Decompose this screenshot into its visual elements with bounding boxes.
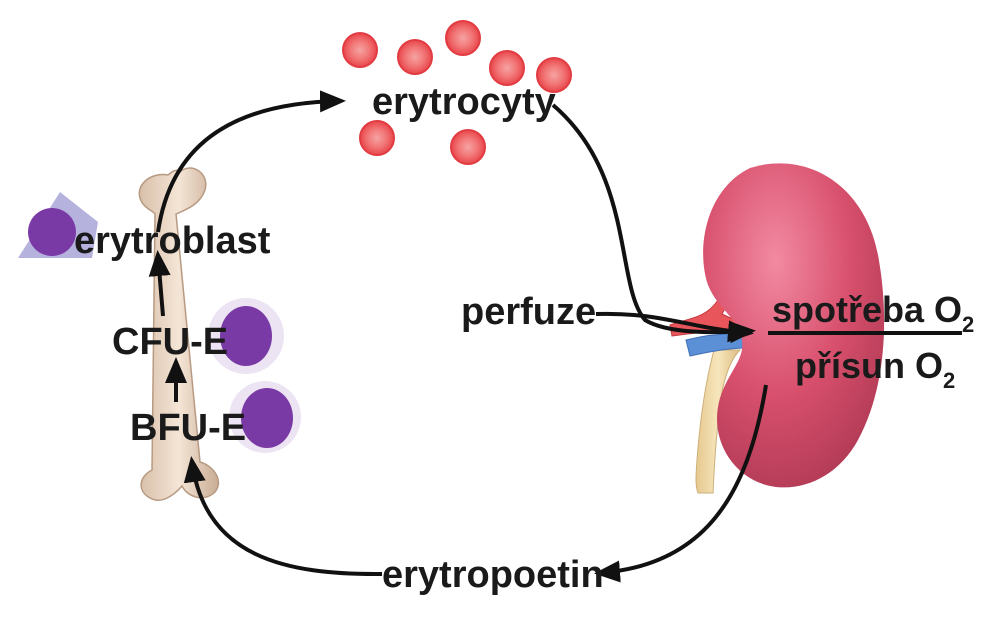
cfu-e-cell (208, 298, 284, 374)
red-blood-cell-icon (359, 120, 395, 156)
erythroblast-label: erytroblast (74, 220, 271, 262)
arrow-erythropoietin-to-bone (183, 456, 383, 577)
perfusion-label: perfuze (461, 291, 596, 333)
red-blood-cell-icon (342, 32, 378, 68)
red-blood-cell-icon (450, 129, 486, 165)
arrow-erythrocytes-to-kidney (551, 103, 756, 344)
ratio-numerator-text: spotřeba O (772, 289, 962, 330)
arrow-kidney-to-erythropoietin (594, 384, 768, 583)
arrow-to-erythrocytes (156, 90, 346, 233)
arrow-cfu-e-to-erythroblast (148, 250, 171, 317)
ratio-numerator: spotřeba O2 (772, 289, 974, 337)
ratio-numerator-subscript: 2 (962, 312, 974, 337)
red-blood-cell-icon (489, 50, 525, 86)
oxygen-ratio: spotřeba O2 přísun O2 (768, 289, 974, 393)
arrow-perfusion-to-kidney (595, 311, 754, 343)
erythropoietin-label: erytropoetin (382, 554, 604, 596)
kidney-icon (669, 163, 885, 494)
red-blood-cell-icon (536, 57, 572, 93)
bfu-e-cell (229, 381, 301, 453)
bfu-e-label: BFU-E (130, 407, 246, 449)
ratio-denominator-text: přísun O (795, 345, 943, 386)
erythrocytes-cluster (342, 20, 572, 165)
pathway-arrows (148, 90, 768, 583)
red-blood-cell-icon (445, 20, 481, 56)
red-blood-cell-icon (397, 39, 433, 75)
erythrocytes-label: erytrocyty (372, 81, 556, 123)
ratio-denominator: přísun O2 (795, 345, 955, 393)
erythroblast-cell (18, 192, 98, 258)
cfu-e-label: CFU-E (112, 321, 228, 363)
ratio-denominator-subscript: 2 (943, 368, 955, 393)
